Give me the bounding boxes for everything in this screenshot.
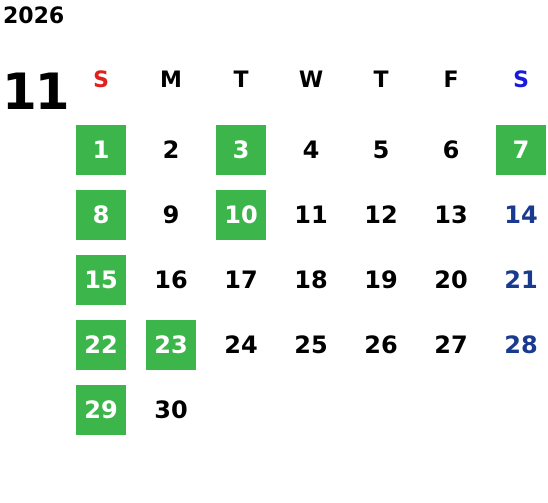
day-cell-highlighted: 3 [216,125,266,175]
day-cell: 11 [294,201,328,229]
day-cell: 9 [162,201,180,229]
year-label: 2026 [3,4,65,29]
day-cell: 13 [434,201,468,229]
day-cell-highlighted: 8 [76,190,126,240]
day-cell-highlighted: 15 [76,255,126,305]
day-cell: 5 [372,136,390,164]
day-cell: 26 [364,331,398,359]
day-cell: 25 [294,331,328,359]
weekday-sat: S [513,68,529,93]
weekday-mon: M [160,68,182,93]
day-cell: 18 [294,266,328,294]
month-number: 11 [2,63,70,121]
day-cell-highlighted: 29 [76,385,126,435]
weekday-sun: S [93,68,109,93]
day-cell: 24 [224,331,258,359]
day-cell-highlighted: 23 [146,320,196,370]
day-cell: 27 [434,331,468,359]
weekday-tue: T [233,68,249,93]
day-cell-highlighted: 7 [496,125,546,175]
day-cell-highlighted: 1 [76,125,126,175]
day-cell: 12 [364,201,398,229]
day-cell-highlighted: 10 [216,190,266,240]
day-cell-highlighted: 22 [76,320,126,370]
day-cell: 30 [154,396,188,424]
weekday-thu: T [373,68,389,93]
day-cell: 28 [504,331,538,359]
day-cell: 21 [504,266,538,294]
day-cell: 14 [504,201,538,229]
weekday-fri: F [443,68,459,93]
day-cell: 20 [434,266,468,294]
day-cell: 19 [364,266,398,294]
day-cell: 16 [154,266,188,294]
day-cell: 6 [442,136,460,164]
day-cell: 4 [302,136,320,164]
weekday-wed: W [298,68,324,93]
day-cell: 17 [224,266,258,294]
day-cell: 2 [162,136,180,164]
